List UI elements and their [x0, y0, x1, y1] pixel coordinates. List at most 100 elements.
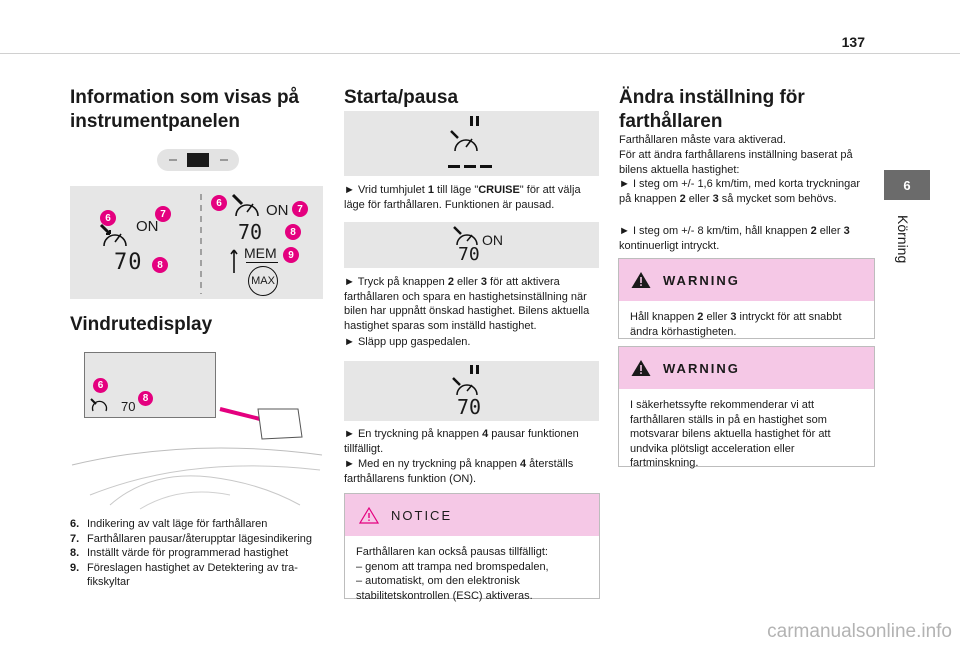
- chapter-number: 6: [903, 177, 911, 193]
- callout-badge: 9: [283, 247, 299, 263]
- cruise-paused-icon: [452, 365, 479, 396]
- control-number: 4: [520, 458, 527, 470]
- section-heading-start-pause: Starta/pausa: [344, 87, 459, 108]
- text: ► En tryckning på knappen: [344, 428, 483, 440]
- text: ► Med en ny tryckning på knappen: [344, 458, 520, 470]
- control-name: CRUISE: [478, 184, 520, 196]
- text: kontinuerligt intryckt.: [619, 239, 720, 252]
- callout-badge: 8: [152, 257, 168, 273]
- warning-box-1: WARNING Håll knappen 2 eller 3 intryckt …: [618, 258, 875, 339]
- text: så mycket som behövs.: [718, 192, 837, 205]
- notice-header: NOTICE: [345, 494, 599, 536]
- instruction-step-2: ► Tryck på knappen 2 eller 3 för att akt…: [344, 275, 600, 333]
- text: ► Vrid tumhjulet: [344, 184, 428, 196]
- text: för att aktivera farthållaren och spara …: [344, 276, 590, 332]
- legend-text: Föreslagen hastighet av Detektering av t…: [87, 561, 298, 589]
- chapter-title: Körning: [895, 215, 911, 264]
- text: eller: [453, 276, 481, 288]
- set-speed-value: 70: [458, 244, 480, 265]
- notice-line: – automatiskt, om den elektronisk stabil…: [356, 575, 533, 602]
- callout-badge: 6: [100, 210, 116, 226]
- cruise-control-icon: [90, 398, 108, 412]
- callout-badge: 7: [292, 201, 308, 217]
- text: " för att välja läge för farthållaren. F…: [344, 184, 581, 211]
- cruise-control-icon: [453, 226, 478, 246]
- legend-item: 6. Indikering av valt läge för farthållar…: [70, 517, 325, 532]
- control-number: 4: [482, 428, 489, 440]
- display-paused: [344, 111, 599, 176]
- figure-legend: 6. Indikering av valt läge för farthållar…: [70, 517, 325, 590]
- legend-number: 7.: [70, 532, 80, 545]
- legend-text: Inställt värde för programmerad hastighe…: [87, 547, 289, 559]
- legend-number: 6.: [70, 518, 80, 530]
- mem-underline: [246, 262, 278, 263]
- section-heading-instrument-info: Information som visas på instrumentpanel…: [70, 87, 300, 132]
- legend-text: Farthållaren pausar/återupptar lägesindi…: [87, 532, 313, 545]
- chapter-tab[interactable]: 6: [884, 170, 930, 200]
- hud-speed: 70: [121, 399, 136, 414]
- text: eller: [703, 311, 731, 323]
- text: Håll knappen: [630, 311, 698, 323]
- warning-body: Håll knappen 2 eller 3 intryckt för att …: [619, 301, 874, 347]
- callout-badge: 7: [155, 206, 171, 222]
- legend-item: 8. Inställt värde för programmerad hastig…: [70, 546, 325, 561]
- control-number: 2: [447, 276, 454, 288]
- callout-badge: 8: [138, 391, 153, 406]
- display-on: ON 70: [344, 222, 599, 268]
- cruise-on-label: ON: [136, 218, 159, 235]
- windscreen-display-illustration: 70 6 8: [70, 345, 323, 510]
- warning-title: WARNING: [663, 272, 740, 288]
- text: intryckt för att snabbt ändra körhastigh…: [630, 311, 842, 338]
- notice-box: NOTICE Farthållaren kan också pausas til…: [344, 493, 600, 602]
- cruise-paused-icon: [448, 116, 492, 168]
- notice-triangle-icon: [359, 506, 379, 524]
- text: ► I steg om +/- 8 km/tim, håll knappen: [619, 225, 811, 237]
- warning-triangle-icon: [631, 360, 651, 376]
- control-number: 3: [843, 225, 850, 237]
- legend-item: 9. Föreslagen hastighet av Detektering av…: [70, 561, 325, 590]
- instruction-step-2b: ► Släpp upp gaspedalen.: [344, 336, 471, 348]
- intro-text-2: För att ändra farthållarens inställning …: [619, 149, 853, 176]
- text: ► Tryck på knappen: [344, 276, 448, 288]
- watermark[interactable]: carmanualsonline.info: [767, 621, 952, 642]
- control-number: 1: [427, 184, 434, 196]
- bullet-short-press: ► I steg om +/- 1,6 km/tim, med korta tr…: [619, 177, 875, 206]
- cruise-on-label: ON: [482, 232, 503, 248]
- warning-title: WARNING: [663, 360, 740, 376]
- text: eller: [685, 192, 713, 205]
- cruise-control-icon: [99, 223, 127, 247]
- warning-header: WARNING: [619, 259, 874, 301]
- legend-number: 9.: [70, 561, 80, 574]
- mem-label: MEM: [244, 245, 277, 261]
- warning-header: WARNING: [619, 347, 874, 389]
- legend-text: Indikering av valt läge för farthållaren: [87, 518, 268, 530]
- dashed-divider: [200, 194, 202, 294]
- max-speed-sign: MAX: [248, 266, 278, 296]
- text: eller: [816, 225, 844, 237]
- legend-item: 7. Farthållaren pausar/återupptar lägesin…: [70, 532, 325, 547]
- control-number: 2: [810, 225, 817, 237]
- warning-triangle-icon: [631, 272, 651, 288]
- text: ► I steg om +/- 1,6 km/tim, med korta tr…: [619, 178, 861, 205]
- callout-badge: 6: [93, 378, 108, 393]
- text: pausar funktionen tillfälligt.: [344, 428, 579, 455]
- notice-line: – genom att trampa ned bromspedalen,: [356, 560, 549, 573]
- page-number: 137: [841, 34, 865, 50]
- control-number: 3: [480, 276, 487, 288]
- hud-zoom-panel: 70 6 8: [84, 352, 216, 418]
- set-speed-value: 70: [238, 220, 263, 244]
- section-heading-change-setting: Ändra inställning för farthållaren: [619, 87, 805, 132]
- notice-title: NOTICE: [391, 507, 453, 523]
- set-speed-value: 70: [114, 250, 143, 275]
- control-number: 2: [697, 311, 704, 323]
- dashboard-line-drawing: [71, 407, 323, 510]
- legend-number: 8.: [70, 547, 80, 559]
- header-rule: [0, 53, 960, 54]
- notice-body: Farthållaren kan också pausas tillfällig…: [345, 536, 599, 611]
- set-speed-value: 70: [457, 395, 482, 419]
- section-heading-hud: Vindrutedisplay: [70, 314, 213, 335]
- instruction-step-3: ► En tryckning på knappen 4 pausar funkt…: [344, 427, 600, 456]
- instrument-panel-display: ON 70 ON 70 MEM MAX 6 7 8 6 7 8 9: [70, 186, 323, 299]
- warning-box-2: WARNING I säkerhetssyfte rekommenderar v…: [618, 346, 875, 469]
- callout-badge: 8: [285, 224, 301, 240]
